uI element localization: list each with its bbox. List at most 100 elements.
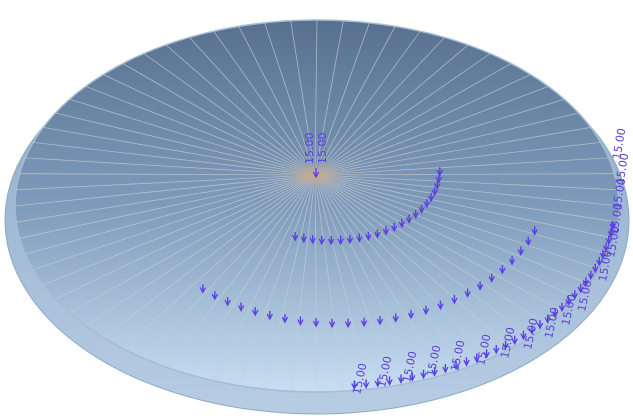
mesh-line (69, 174, 316, 314)
mesh-line (314, 30, 421, 176)
mesh-line (314, 22, 370, 176)
mesh-line (143, 174, 316, 359)
mesh-line (314, 174, 579, 300)
mesh-line (290, 20, 316, 176)
bottom-load-label: 15.00 (521, 317, 540, 351)
load-arrow (346, 234, 354, 245)
load-arrow (392, 313, 399, 323)
bottom-load-label: 15.00 (448, 339, 467, 373)
mesh-line (314, 174, 445, 375)
load-arrow (237, 302, 245, 312)
mesh-line (189, 174, 316, 375)
mesh-line (122, 174, 316, 349)
load-arrow (528, 325, 536, 335)
bottom-load-label: 15.00 (498, 326, 517, 360)
load-arrow (360, 317, 368, 328)
bottom-load-label: 15.00 (474, 333, 493, 367)
load-arrow (544, 314, 551, 324)
mesh-line (314, 174, 370, 390)
load-arrow (525, 236, 532, 247)
mesh-line (314, 174, 615, 239)
load-arrow (488, 273, 495, 283)
load-arrow (328, 236, 335, 246)
load-arrow (391, 222, 398, 233)
load-arrow (297, 316, 304, 326)
mesh-line (264, 22, 316, 176)
load-arrow (224, 297, 231, 307)
edge-load-label: 15.00 (604, 225, 622, 258)
load-arrows-group (199, 167, 616, 390)
mesh-line (189, 37, 316, 176)
mesh-line (314, 157, 609, 176)
load-arrow (464, 288, 471, 298)
load-arrow (592, 263, 599, 274)
load-arrow (409, 372, 416, 382)
edge-load-label: 15.00 (596, 249, 614, 282)
load-arrow (420, 369, 427, 380)
load-arrow (405, 214, 413, 224)
mesh-line (314, 174, 344, 392)
load-arrow (577, 283, 584, 294)
load-arrow (252, 307, 259, 317)
load-arrow (431, 186, 438, 197)
mesh-line (33, 142, 316, 176)
load-arrow (517, 246, 524, 257)
load-arrow (531, 226, 538, 236)
mesh-line (290, 174, 316, 392)
mesh-line (314, 63, 512, 176)
mesh-line (314, 174, 469, 368)
load-arrow (418, 204, 425, 214)
load-arrow (312, 318, 320, 328)
load-arrow (508, 256, 516, 266)
mesh-line (314, 174, 618, 191)
mesh-line (14, 174, 316, 207)
mesh-line (213, 174, 316, 381)
mesh-line (314, 174, 549, 326)
load-arrow (427, 193, 435, 203)
mesh-line (264, 174, 316, 390)
load-arrow (344, 318, 352, 329)
mesh-line (165, 174, 316, 368)
mesh-line (238, 174, 316, 386)
load-arrow (437, 300, 444, 311)
load-arrow (362, 379, 370, 389)
load-arrow (596, 256, 603, 267)
load-arrow (312, 168, 320, 179)
load-arrow (266, 311, 273, 321)
mesh-line (314, 174, 601, 270)
mesh-line (314, 174, 512, 349)
load-arrow (435, 174, 443, 184)
mesh-line (122, 63, 316, 176)
mesh-line (69, 98, 316, 176)
mesh-line (314, 173, 615, 176)
load-arrow (607, 228, 615, 238)
load-arrow (451, 295, 458, 305)
mesh-line (314, 20, 344, 176)
mesh-line (314, 112, 579, 176)
bottom-load-label: 15.00 (350, 362, 369, 396)
load-arrow (452, 360, 460, 371)
bottom-load-label: 15.00 (575, 279, 594, 313)
mesh-line (85, 86, 316, 176)
mesh-line (314, 174, 618, 223)
center-load-label: 15.00 (316, 133, 329, 165)
mesh-line (85, 174, 316, 326)
mesh-line (314, 98, 565, 176)
bottom-load-label: 15.00 (400, 350, 419, 384)
radial-mesh-lines (14, 19, 620, 393)
load-arrow (422, 305, 430, 316)
mesh-line (16, 174, 316, 191)
load-arrow (382, 226, 390, 236)
mesh-line (314, 174, 609, 255)
load-arrow (473, 353, 480, 363)
edge-load-label: 15.00 (607, 202, 625, 235)
load-arrow (386, 376, 393, 386)
load-arrow (199, 284, 206, 294)
load-arrow (605, 235, 612, 246)
mesh-line (314, 19, 318, 176)
load-arrow (309, 235, 316, 245)
mesh-line (213, 30, 316, 176)
